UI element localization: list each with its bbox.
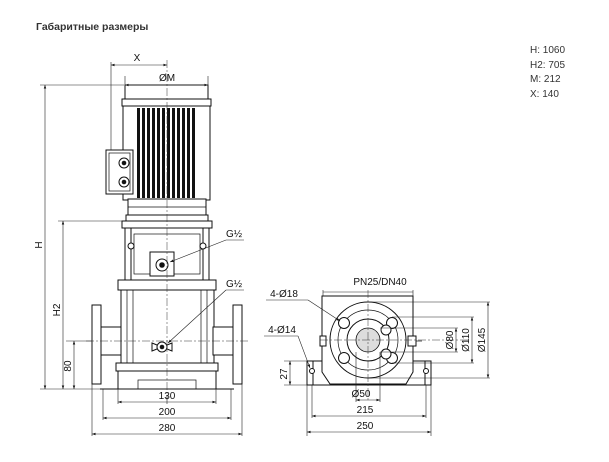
label-d110: Ø110 [461, 328, 472, 352]
dimension-h2: H2: 705 [530, 59, 566, 71]
dimension-m: M: 212 [530, 74, 561, 85]
motor-fan-cover [124, 84, 209, 101]
page-title: Габаритные размеры [36, 21, 149, 33]
base-dimensions: PN25/DN40 4-Ø18 4-Ø14 27 Ø50 215 250 [264, 277, 490, 436]
label-pn: PN25/DN40 [353, 277, 407, 288]
label-280: 280 [159, 423, 176, 434]
dimension-x: X: 140 [530, 88, 559, 100]
pipe-flanges [86, 304, 250, 385]
label-27: 27 [279, 368, 290, 380]
label-215: 215 [357, 405, 374, 416]
label-h: H [34, 241, 45, 248]
label-h2: H2 [52, 303, 63, 316]
label-d80-right: Ø80 [445, 330, 456, 349]
label-om: ØM [159, 73, 175, 84]
label-holes-18: 4-Ø18 [270, 289, 298, 300]
label-g-bottom: G½ [226, 279, 243, 290]
pump-front-view [86, 60, 250, 400]
label-130: 130 [159, 391, 176, 402]
motor-top-flange [121, 98, 212, 107]
label-200: 200 [159, 407, 176, 418]
label-d145: Ø145 [477, 327, 488, 352]
dimension-list: H: 1060 H2: 705 M: 212 X: 140 [530, 44, 565, 102]
pump-base-view [306, 290, 470, 400]
front-dimensions: X ØM H H2 80 G½ G½ 130 200 [34, 53, 244, 436]
label-holes-14: 4-Ø14 [268, 325, 296, 336]
label-g-top: G½ [226, 229, 243, 240]
label-80-left: 80 [63, 360, 74, 372]
label-d50: Ø50 [352, 389, 371, 400]
label-250: 250 [357, 421, 374, 432]
dimension-h: H: 1060 [530, 45, 566, 56]
motor-body [105, 105, 211, 216]
label-x: X [134, 53, 141, 64]
